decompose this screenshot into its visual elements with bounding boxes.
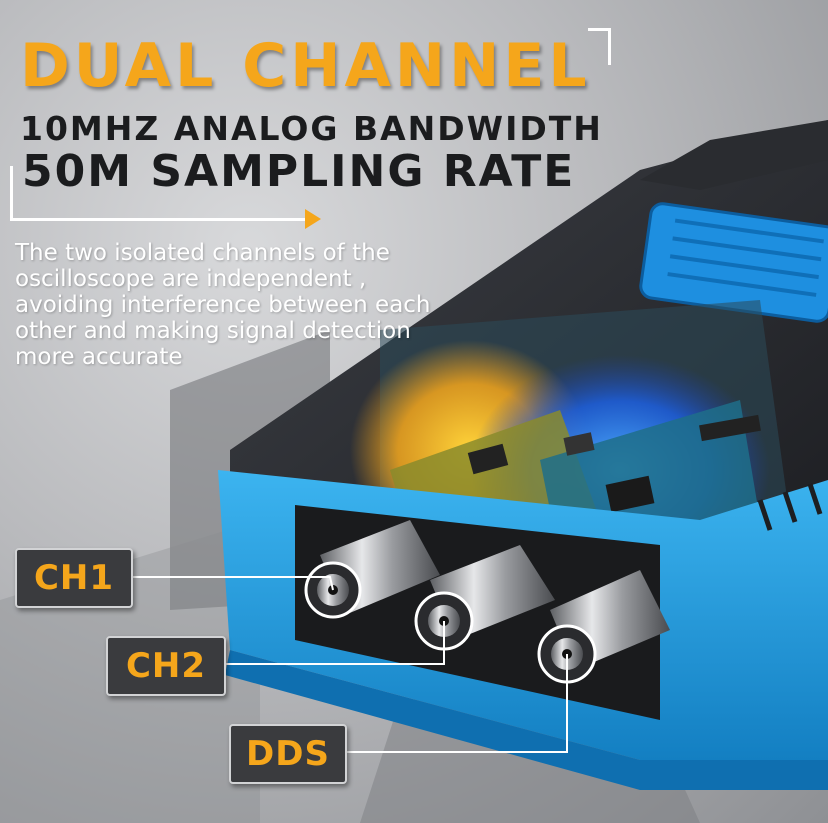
dds-label: DDS <box>229 724 347 784</box>
corner-bracket-decoration <box>588 28 611 65</box>
left-bracket-decoration <box>10 166 313 221</box>
headline: DUAL CHANNEL <box>20 31 591 101</box>
sampling-rate-subheadline: 50M SAMPLING RATE <box>22 146 576 197</box>
arrow-right-icon <box>305 209 321 229</box>
bandwidth-subheadline: 10MHZ ANALOG BANDWIDTH <box>20 109 603 148</box>
ch1-label: CH1 <box>15 548 133 608</box>
feature-description: The two isolated channels of the oscillo… <box>15 240 431 370</box>
ch2-label: CH2 <box>106 636 226 696</box>
